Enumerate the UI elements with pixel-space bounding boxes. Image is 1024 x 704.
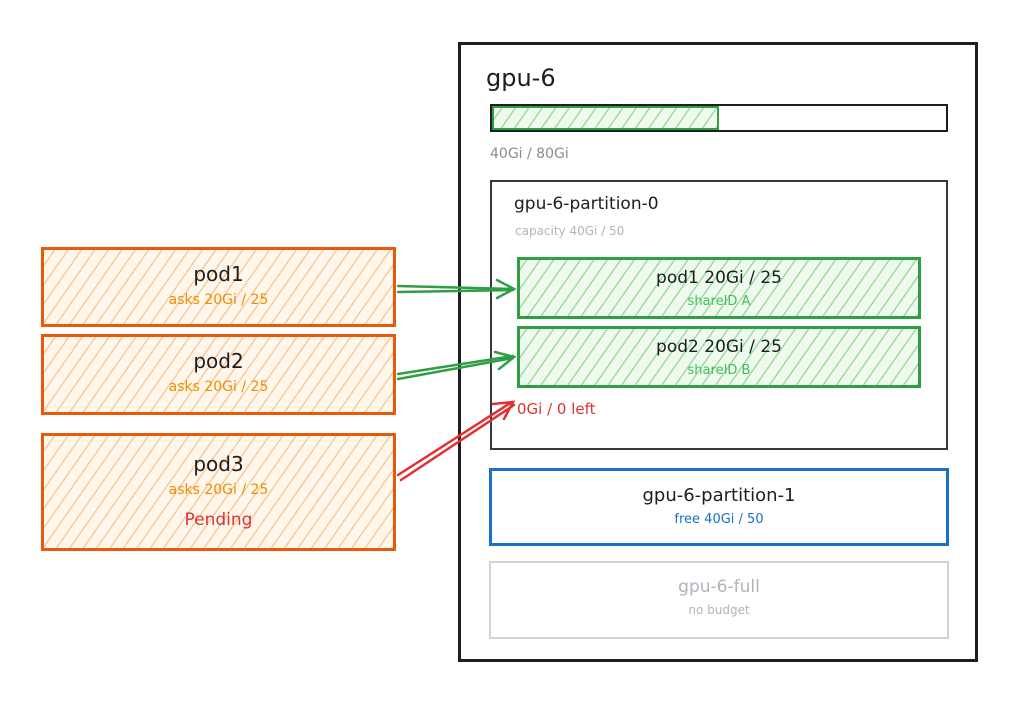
pod-card-pod3: pod3 asks 20Gi / 25 Pending	[41, 433, 396, 551]
partition-1-title: gpu-6-partition-1	[642, 485, 796, 506]
gpu-usage-text: 40Gi / 80Gi	[490, 146, 569, 162]
gpu-full-title: gpu-6-full	[678, 577, 760, 597]
gpu-title: gpu-6	[486, 64, 556, 92]
share-pod1: pod1 20Gi / 25 shareID A	[517, 257, 921, 319]
pod-name: pod3	[193, 452, 244, 476]
pod-name: pod2	[193, 349, 244, 373]
share-label: pod2 20Gi / 25	[656, 337, 782, 357]
pod-request: asks 20Gi / 25	[168, 292, 269, 308]
arrow-pod1-to-share	[396, 278, 517, 300]
gpu-full-budget: no budget	[688, 603, 750, 617]
pod-card-pod2: pod2 asks 20Gi / 25	[41, 334, 396, 415]
partition-1-free: free 40Gi / 50	[674, 512, 764, 527]
pod-card-pod1: pod1 asks 20Gi / 25	[41, 247, 396, 327]
share-id: shareID B	[687, 363, 751, 378]
share-label: pod1 20Gi / 25	[656, 268, 782, 288]
share-pod2: pod2 20Gi / 25 shareID B	[517, 326, 921, 388]
pending-status: Pending	[184, 510, 253, 530]
pod-request: asks 20Gi / 25	[168, 482, 269, 498]
partition-0-title: gpu-6-partition-0	[514, 194, 659, 214]
gpu-usage-fill	[492, 106, 719, 130]
arrow-pod3-rejected	[396, 400, 516, 482]
pod-name: pod1	[193, 262, 244, 286]
partition-0-box	[490, 180, 948, 450]
partition-0-remaining: 0Gi / 0 left	[517, 400, 596, 418]
gpu-card	[458, 42, 978, 662]
gpu-full-box: gpu-6-full no budget	[489, 561, 949, 639]
pod-request: asks 20Gi / 25	[168, 379, 269, 395]
partition-0-capacity: capacity 40Gi / 50	[515, 224, 625, 238]
arrow-pod2-to-share	[396, 350, 517, 381]
partition-1-box: gpu-6-partition-1 free 40Gi / 50	[489, 468, 949, 546]
share-id: shareID A	[687, 294, 751, 309]
